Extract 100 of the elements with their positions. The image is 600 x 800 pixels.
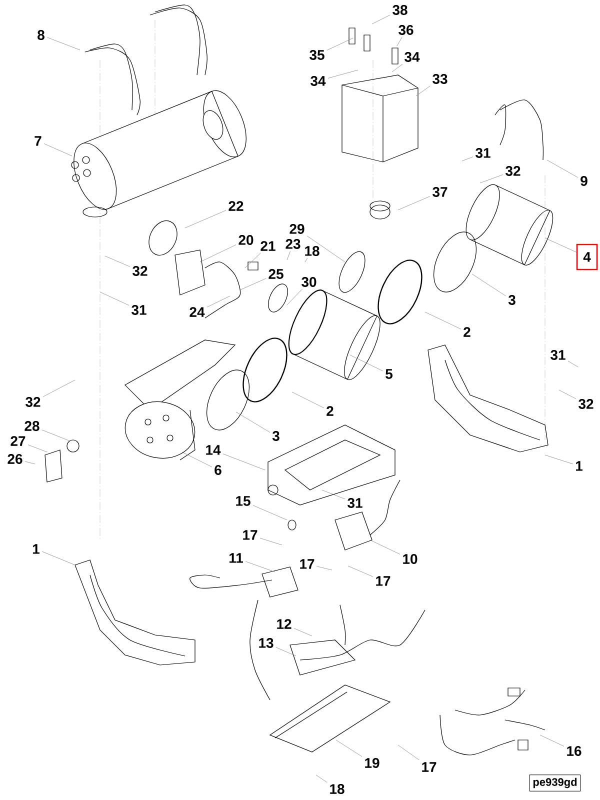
leader-line xyxy=(326,38,354,50)
callout-number: 3 xyxy=(508,295,516,305)
leader-line xyxy=(392,64,403,72)
callout-number: 23 xyxy=(286,239,300,249)
callout-number: 28 xyxy=(24,421,40,431)
callout-number: 2 xyxy=(464,327,470,337)
figure-code: pe939gd xyxy=(529,774,581,792)
leader-line xyxy=(245,561,276,572)
leader-line xyxy=(472,274,506,296)
leader-line xyxy=(350,354,384,372)
leader-line xyxy=(398,744,420,760)
callout-number: 36 xyxy=(398,25,414,35)
leader-line xyxy=(184,210,226,228)
leader-line xyxy=(546,160,578,178)
callout-number: 11 xyxy=(229,553,244,563)
callout-number: 34 xyxy=(404,52,420,62)
callout-number: 34 xyxy=(310,76,326,86)
leader-line xyxy=(304,258,308,262)
callout-number: 3 xyxy=(272,431,280,441)
callout-number: 31 xyxy=(476,148,490,158)
callout-number: 20 xyxy=(238,235,254,245)
leader-line xyxy=(544,238,577,252)
leader-line xyxy=(316,774,328,783)
callout-number: 13 xyxy=(259,638,274,648)
callout-number: 18 xyxy=(330,784,344,794)
callout-number: 17 xyxy=(300,559,314,569)
callout-number: 30 xyxy=(302,277,316,287)
leader-line xyxy=(544,454,574,464)
leader-line xyxy=(42,551,76,566)
callout-number: 10 xyxy=(403,554,418,564)
callout-number: 26 xyxy=(8,454,22,464)
callout-number: 17 xyxy=(376,576,390,586)
leader-line xyxy=(286,250,291,260)
callout-number: 37 xyxy=(432,187,448,197)
leader-line xyxy=(316,566,332,570)
leader-line xyxy=(28,444,48,452)
callout-number: 31 xyxy=(550,350,566,360)
leader-line xyxy=(328,70,358,78)
leader-line xyxy=(370,540,400,554)
leader-line xyxy=(24,461,36,464)
leader-line xyxy=(462,156,474,162)
leader-line xyxy=(396,36,402,46)
leader-line xyxy=(236,412,270,433)
leader-line xyxy=(100,292,130,306)
callout-number: 35 xyxy=(310,50,324,60)
leader-line xyxy=(252,505,288,520)
callout-number: 31 xyxy=(348,498,362,508)
leader-line xyxy=(306,236,346,262)
callout-number: 31 xyxy=(132,305,146,315)
callout-number: 5 xyxy=(386,369,393,379)
callout-number: 21 xyxy=(260,241,276,251)
leader-line xyxy=(540,734,564,746)
callout-number: 16 xyxy=(567,746,582,756)
leader-line xyxy=(416,86,430,96)
leader-line xyxy=(46,37,80,50)
callout-number: 7 xyxy=(34,136,42,146)
leader-line xyxy=(240,278,266,290)
leader-line xyxy=(398,196,430,210)
leader-line xyxy=(222,454,266,470)
callout-number: 32 xyxy=(132,266,148,276)
leader-line xyxy=(286,288,302,306)
leader-line xyxy=(480,174,504,184)
leader-line xyxy=(244,252,261,268)
callout-number: 1 xyxy=(32,544,40,554)
callout-number: 24 xyxy=(190,307,205,317)
callout-number: 32 xyxy=(578,399,594,409)
callout-number: 9 xyxy=(580,176,588,186)
callout-number: 15 xyxy=(236,496,250,506)
callout-number: 29 xyxy=(290,224,304,234)
leader-line xyxy=(336,740,362,757)
leader-line xyxy=(276,647,296,656)
callout-number: 19 xyxy=(365,758,380,768)
callout-number: 12 xyxy=(277,619,292,629)
callout-number: 1 xyxy=(576,461,583,471)
callout-number: 32 xyxy=(26,397,40,407)
leader-line xyxy=(294,628,312,636)
leader-line xyxy=(260,538,282,546)
callout-number: 2 xyxy=(326,406,334,416)
leader-line xyxy=(558,390,576,400)
callout-number: 14 xyxy=(206,445,221,455)
callout-number: 17 xyxy=(243,530,258,540)
leader-line xyxy=(200,244,236,262)
callout-number: 18 xyxy=(305,246,320,256)
leader-line xyxy=(424,312,462,330)
callout-number: 17 xyxy=(422,762,436,772)
leader-line xyxy=(322,490,346,500)
leader-line xyxy=(206,296,230,308)
leader-line xyxy=(348,566,374,577)
highlighted-callout-number: 4 xyxy=(576,244,598,270)
leader-line xyxy=(292,392,324,408)
leader-line xyxy=(182,452,212,468)
callout-number: 22 xyxy=(228,201,244,211)
leader-line xyxy=(42,380,76,397)
callout-number: 33 xyxy=(432,74,448,84)
callout-number: 8 xyxy=(38,30,44,40)
callout-number: 38 xyxy=(392,5,408,15)
callout-number: 25 xyxy=(268,269,284,279)
leader-line xyxy=(568,360,578,368)
leader-line xyxy=(42,430,70,442)
leader-line xyxy=(44,143,72,156)
